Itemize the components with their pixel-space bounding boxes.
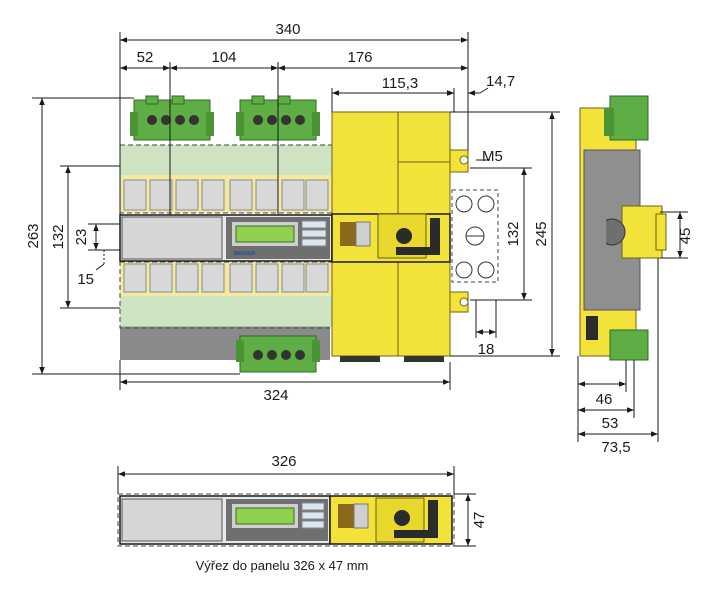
- cutout-outline: [117, 493, 455, 547]
- blank-plate: [121, 216, 223, 260]
- side-terminal-top: [609, 95, 649, 141]
- side-dimension-labels: 45 46 53 73,5: [596, 228, 694, 456]
- side-dimensions: [577, 211, 688, 442]
- lower-cover: [120, 295, 332, 327]
- dim-46: 46: [596, 391, 613, 408]
- side-terminal-bottom: [609, 329, 649, 361]
- dim-132-left: 132: [50, 224, 67, 249]
- cutout-labels: 326 47 Výřez do panelu 326 x 47 mm: [196, 453, 488, 573]
- dim-m5: M5: [482, 148, 503, 165]
- dim-340: 340: [275, 21, 300, 38]
- bottom-terminal: [236, 335, 320, 373]
- side-view: [579, 95, 667, 361]
- front-view: BENDER: [119, 95, 499, 373]
- cutout-lcd: [235, 507, 295, 525]
- dim-73-5: 73,5: [601, 439, 630, 456]
- dim-53: 53: [602, 415, 619, 432]
- dim-326: 326: [271, 453, 296, 470]
- cutout-dimensions: [117, 466, 476, 547]
- dim-132-right: 132: [505, 221, 522, 246]
- dim-45: 45: [677, 228, 694, 245]
- cutout-view: [117, 493, 455, 547]
- lcd-display: [235, 225, 295, 243]
- dim-115-3: 115,3: [382, 75, 418, 92]
- controller-module: BENDER: [226, 217, 330, 259]
- upper-outline-dashed: [119, 144, 333, 214]
- lower-contacts: [120, 262, 332, 296]
- dim-47: 47: [471, 512, 488, 529]
- dim-18: 18: [478, 341, 495, 358]
- dim-52: 52: [137, 49, 154, 66]
- dim-245: 245: [533, 221, 550, 246]
- dim-15: 15: [77, 271, 94, 288]
- dim-263: 263: [25, 223, 42, 248]
- dim-104: 104: [211, 49, 236, 66]
- dim-176: 176: [347, 49, 372, 66]
- dim-14-7: 14,7: [486, 73, 515, 90]
- dim-324: 324: [263, 387, 288, 404]
- front-dimensions: [32, 32, 560, 390]
- cutout-caption: Výřez do panelu 326 x 47 mm: [196, 558, 369, 573]
- upper-contacts: [120, 175, 332, 213]
- dim-23: 23: [73, 229, 90, 246]
- front-dimension-labels: 340 52 104 176 115,3 14,7 263 132 23 15 …: [25, 21, 550, 404]
- top-terminal-left: [130, 95, 214, 141]
- brand-label: BENDER: [234, 251, 256, 257]
- upper-cover: [120, 145, 332, 175]
- mounting-holes: [451, 189, 499, 283]
- yellow-operator: [331, 111, 469, 362]
